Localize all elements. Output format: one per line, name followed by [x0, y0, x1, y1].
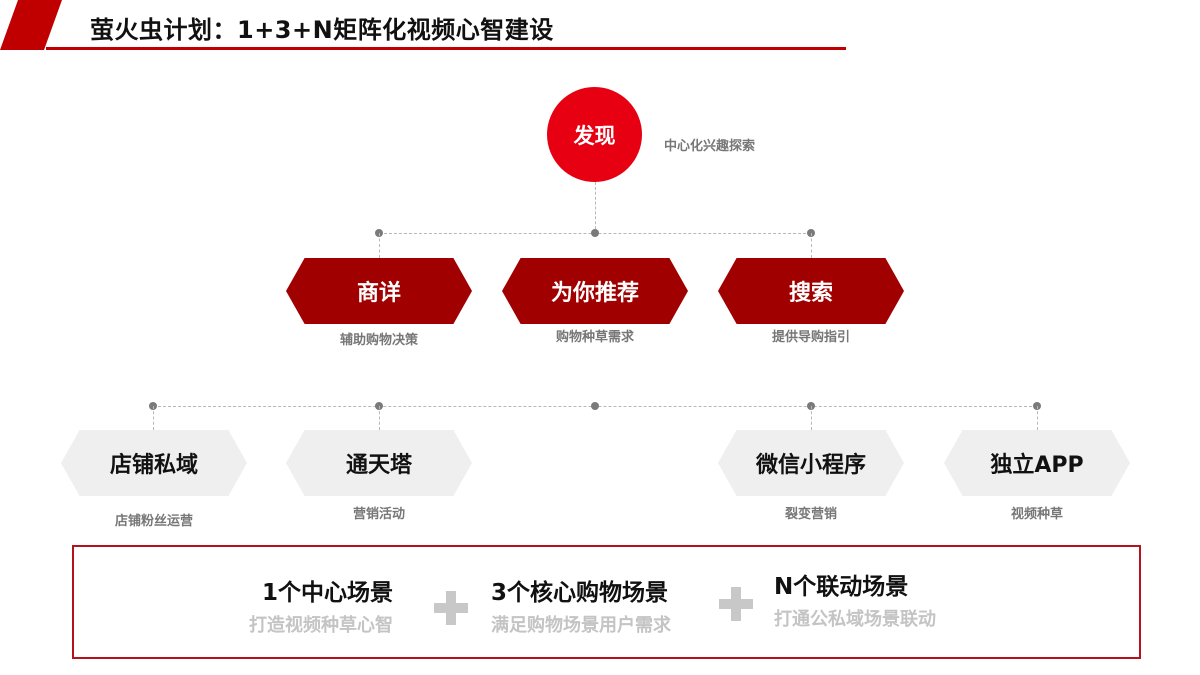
linked-node-label: 独立APP	[990, 453, 1084, 478]
linked-node-description: 裂变营销	[784, 507, 837, 522]
summary-item-linked: N个联动场景 打通公私域场景联动	[774, 567, 936, 631]
summary-item-subtitle: 满足购物场景用户需求	[491, 615, 671, 636]
core-node-label: 商详	[356, 281, 401, 306]
summary-item-center: 1个中心场景 打造视频种草心智	[249, 573, 393, 637]
linked-node-description: 视频种草	[1010, 507, 1063, 522]
linked-node-wechat-miniprogram: 微信小程序	[718, 430, 904, 496]
summary-item-subtitle: 打通公私域场景联动	[774, 609, 936, 630]
connector-dot	[591, 229, 599, 237]
core-node-description: 辅助购物决策	[339, 333, 418, 348]
summary-item-title: N个联动场景	[774, 574, 909, 600]
connector-to-linked	[153, 406, 154, 430]
plus-icon	[434, 591, 468, 625]
connector-to-linked	[379, 406, 380, 430]
linked-node-label: 微信小程序	[755, 453, 866, 478]
core-node-description: 购物种草需求	[555, 330, 634, 345]
core-node-search: 搜索	[718, 258, 904, 324]
header-underline	[46, 47, 846, 50]
connector-to-core	[379, 233, 380, 258]
summary-item-title: 3个核心购物场景	[491, 580, 669, 606]
center-node-description: 中心化兴趣探索	[664, 139, 756, 154]
plus-icon	[719, 587, 753, 621]
summary-item-subtitle: 打造视频种草心智	[249, 615, 393, 636]
linked-node-description: 营销活动	[352, 507, 405, 522]
center-node-discover: 发现	[547, 87, 642, 182]
linked-node-tongtianta: 通天塔	[286, 430, 472, 496]
connector-dot	[591, 402, 599, 410]
connector-center-down	[595, 182, 596, 234]
core-node-product-detail: 商详	[286, 258, 472, 324]
summary-item-core: 3个核心购物场景 满足购物场景用户需求	[491, 573, 671, 637]
page-title: 萤火虫计划：1+3+N矩阵化视频心智建设	[90, 16, 554, 44]
core-node-label: 为你推荐	[550, 281, 639, 306]
summary-box: 1个中心场景 打造视频种草心智 3个核心购物场景 满足购物场景用户需求 N个联动…	[72, 545, 1141, 659]
linked-node-label: 通天塔	[345, 453, 412, 478]
core-node-description: 提供导购指引	[771, 330, 850, 345]
linked-node-label: 店铺私域	[109, 453, 198, 478]
linked-node-store-private: 店铺私域	[61, 430, 247, 496]
core-node-label: 搜索	[788, 281, 833, 306]
connector-to-core	[811, 233, 812, 258]
linked-node-standalone-app: 独立APP	[944, 430, 1130, 496]
connector-to-linked	[1037, 406, 1038, 430]
header-accent-shape	[0, 0, 62, 50]
center-node-label: 发现	[573, 123, 616, 148]
core-node-recommend: 为你推荐	[502, 258, 688, 324]
summary-item-title: 1个中心场景	[261, 580, 393, 606]
linked-node-description: 店铺粉丝运营	[114, 514, 193, 529]
connector-to-linked	[811, 406, 812, 430]
